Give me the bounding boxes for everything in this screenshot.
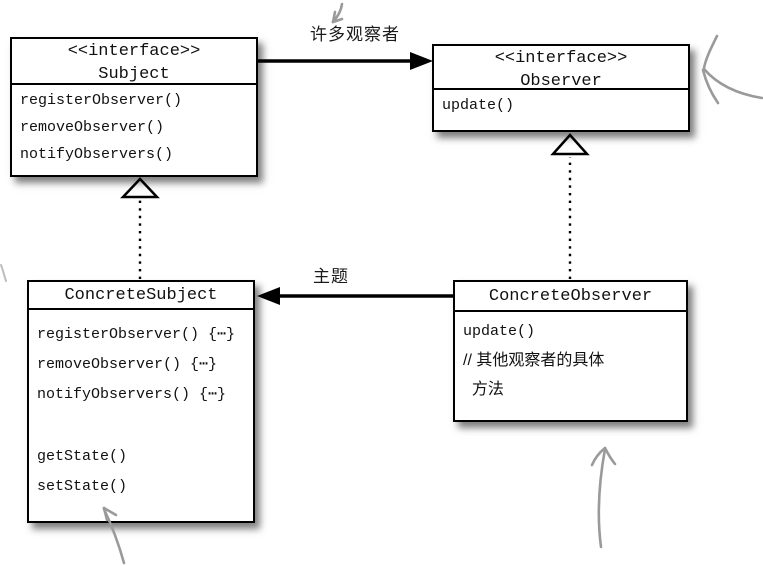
method-list: registerObserver() removeObserver() noti…	[12, 85, 256, 168]
method-item: setState()	[37, 478, 128, 495]
class-header-subject: <<interface>> Subject	[12, 39, 256, 85]
class-box-subject: <<interface>> Subject registerObserver()…	[10, 37, 258, 177]
class-name: ConcreteSubject	[64, 285, 218, 305]
class-header-concrete-observer: ConcreteObserver	[455, 282, 686, 312]
method-item: notifyObservers() {⋯}	[37, 386, 227, 403]
comment-line: 方法	[463, 381, 504, 398]
class-header-concrete-subject: ConcreteSubject	[29, 282, 253, 310]
class-box-concrete-observer: ConcreteObserver update() // 其他观察者的具体 方法	[453, 280, 688, 422]
realization-concreteobserver-to-observer	[550, 133, 590, 279]
class-name: Subject	[98, 65, 170, 84]
arrowhead-right-icon	[410, 52, 433, 70]
stereotype-label: <<interface>>	[494, 49, 628, 68]
method-item: update()	[442, 97, 515, 114]
hollow-triangle-icon	[550, 133, 590, 156]
class-box-observer: <<interface>> Observer update()	[432, 44, 690, 132]
class-name: Observer	[520, 72, 602, 91]
method-item: registerObserver() {⋯}	[37, 326, 236, 343]
method-list: registerObserver() {⋯} removeObserver() …	[29, 310, 253, 502]
class-header-observer: <<interface>> Observer	[434, 46, 688, 91]
method-item: removeObserver() {⋯}	[37, 356, 218, 373]
comment-line: // 其他观察者的具体	[463, 352, 605, 369]
hollow-triangle-icon	[120, 177, 160, 199]
edge-label-topic: 主题	[313, 267, 349, 286]
class-name: ConcreteObserver	[488, 286, 653, 306]
stereotype-label: <<interface>>	[67, 42, 201, 61]
annotation-arrow-up-at-concrete-observer-icon	[590, 446, 617, 549]
annotation-arrow-left-at-observer-icon	[701, 34, 763, 105]
association-concreteobserver-to-concretesubject	[257, 287, 453, 305]
arrowhead-left-icon	[257, 287, 280, 305]
association-subject-to-observer	[258, 52, 433, 70]
method-item: registerObserver()	[20, 92, 183, 109]
method-item: update()	[463, 323, 536, 340]
realization-concretesubject-to-subject	[120, 177, 160, 279]
method-item: removeObserver()	[20, 119, 165, 136]
method-list: update()	[434, 90, 688, 119]
method-group-gap	[29, 410, 253, 442]
annotation-stroke-left-edge-icon	[0, 264, 7, 282]
edge-label-many-observers: 许多观察者	[310, 25, 400, 44]
class-box-concrete-subject: ConcreteSubject registerObserver() {⋯} r…	[27, 280, 255, 523]
method-list: update() // 其他观察者的具体 方法	[455, 312, 686, 404]
method-item: getState()	[37, 448, 128, 465]
method-item: notifyObservers()	[20, 146, 174, 163]
